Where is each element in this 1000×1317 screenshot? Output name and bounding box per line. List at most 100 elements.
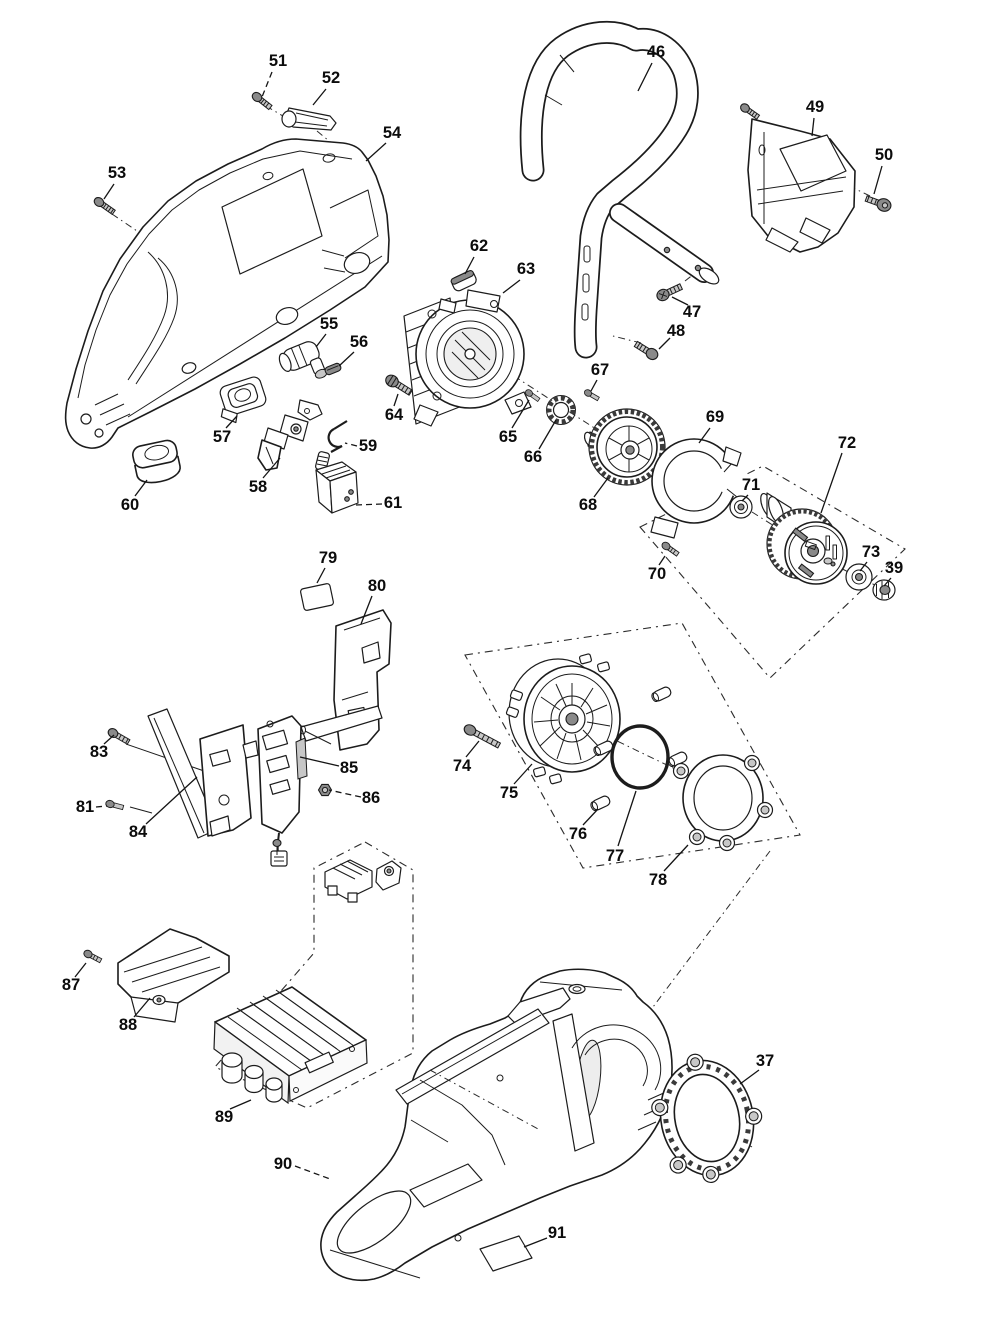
callout-label-63: 63 [517,260,535,278]
part-77-o-ring [610,724,670,790]
callout-leader-39 [883,577,892,587]
callout-leader-83 [103,734,115,745]
callout-leader-73 [859,561,868,572]
part-69-baffle-plate [650,438,751,539]
callout-leader-86 [328,789,362,798]
part-89-controller-module [213,986,368,1105]
callout-leader-79 [316,567,326,584]
callout-leader-51 [261,71,273,98]
part-50-screw [864,195,892,212]
callout-label-39: 39 [885,559,903,577]
part-46-handle [519,20,720,359]
part-55-oil-pump [278,341,328,379]
callout-leader-57 [225,415,238,429]
callout-label-60: 60 [121,496,139,514]
callout-leader-46 [637,62,653,92]
part-37-guard-ring [651,1053,763,1184]
part-71-bearing [729,495,753,519]
part-49-screw [740,103,761,120]
part-91-label-plate [479,1235,533,1272]
part-73-bearing [845,563,873,591]
callout-label-50: 50 [875,146,893,164]
part-64-bolt [385,374,413,396]
callout-label-67: 67 [591,361,609,379]
part-49-handle-bracket [747,118,856,253]
part-57-switch-button [219,376,267,424]
callout-label-64: 64 [385,406,404,424]
part-80-panel [300,609,392,751]
part-85-switch-assembly [257,715,308,867]
callout-leader-89 [229,1099,252,1110]
callout-leader-55 [315,333,327,348]
callout-label-59: 59 [359,437,377,455]
callout-label-87: 87 [62,976,80,994]
callout-leader-88 [133,997,151,1018]
callout-leader-71 [741,494,749,502]
callout-label-51: 51 [269,52,287,70]
part-65-screw [525,389,541,403]
callout-label-90: 90 [274,1155,292,1173]
part-47-screw [656,283,684,302]
callout-leader-52 [312,88,327,106]
assembly-group-outlines [214,465,906,1109]
callout-leader-48 [658,337,671,350]
callout-label-62: 62 [470,237,488,255]
part-62-cap [450,270,477,292]
part-84-panel [147,708,259,839]
callout-label-86: 86 [362,789,380,807]
part-90-rear-housing [320,968,673,1282]
callout-leader-49 [811,117,815,137]
part-52-chain-catcher [281,107,337,131]
part-76-pins [590,686,688,812]
part-70-screw [661,541,680,557]
callout-leader-90 [294,1165,331,1180]
callout-leader-69 [698,427,711,444]
part-66-spring-washer [546,395,576,425]
part-81-screw [105,799,125,811]
part-56-pin [324,362,342,376]
part-58-trigger-assembly [257,399,323,471]
group-box-gear [639,465,906,679]
callout-label-69: 69 [706,408,724,426]
callout-label-76: 76 [569,825,587,843]
part-75-clutch-fan [505,653,621,785]
callout-label-74: 74 [453,757,472,775]
part-59-spring-clip [327,420,348,453]
callout-label-78: 78 [649,871,667,889]
callout-label-58: 58 [249,478,267,496]
callout-leader-70 [658,555,666,566]
callout-label-88: 88 [119,1016,137,1034]
callout-leader-85 [299,756,340,767]
callout-leader-58 [262,457,281,479]
callout-leader-68 [593,477,609,498]
callout-label-89: 89 [215,1108,233,1126]
part-79-label-plate [299,583,335,611]
part-88-bracket [117,928,230,1023]
callout-label-48: 48 [667,322,685,340]
callout-label-68: 68 [579,496,597,514]
callout-leader-84 [145,776,198,825]
callout-leader-76 [582,808,599,826]
callout-leader-50 [873,165,883,195]
part-83-screw [107,728,131,745]
callout-label-57: 57 [213,428,231,446]
part-60-cap [132,439,181,484]
callout-label-70: 70 [648,565,666,583]
callout-label-80: 80 [368,577,386,595]
callout-leader-81 [95,805,108,808]
callout-label-79: 79 [319,549,337,567]
callout-label-55: 55 [320,315,338,333]
part-72-gear-assembly [760,492,848,585]
callout-leader-65 [511,399,530,429]
part-51-screw [251,91,273,111]
callout-label-61: 61 [384,494,402,512]
callout-leader-60 [134,479,148,497]
callout-leader-62 [464,256,475,275]
callout-label-81: 81 [76,798,94,816]
callout-leader-61 [354,503,383,506]
callout-leader-87 [74,962,87,978]
callout-leader-91 [523,1237,548,1248]
part-61-switch-block [315,451,359,514]
